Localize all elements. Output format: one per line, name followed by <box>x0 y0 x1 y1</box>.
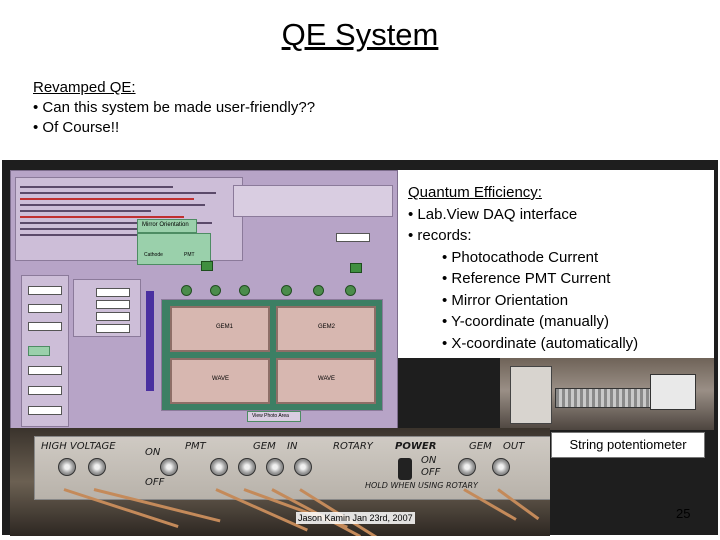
voltage-field[interactable] <box>96 300 130 309</box>
bnc-connector <box>458 458 476 476</box>
labview-front-panel: Mirror Orientation Cathode PMT GEM1 GEM2 <box>10 170 398 430</box>
indicator-dot <box>313 285 324 296</box>
hw-label-power: POWER <box>395 441 437 452</box>
threaded-rod <box>555 388 657 408</box>
page-number: 25 <box>676 506 691 521</box>
view-photo-area-button[interactable]: View Photo Area <box>247 411 301 422</box>
slide-footer: Jason Kamin Jan 23rd, 2007 <box>296 512 415 524</box>
slide-title: QE System <box>0 16 720 54</box>
wave-button[interactable]: WAVE <box>170 358 270 404</box>
qe-sub-bullet: • Reference PMT Current <box>442 270 611 287</box>
hw-label-power-off: OFF <box>421 467 441 478</box>
hw-label-power-on: ON <box>421 455 437 466</box>
bnc-connector <box>266 458 284 476</box>
wave-label: WAVE <box>212 376 230 382</box>
hw-label-off: OFF <box>145 477 165 488</box>
indicator-dot <box>239 285 250 296</box>
photo-caption: String potentiometer <box>551 432 705 458</box>
numeric-field[interactable] <box>28 286 62 295</box>
wave-label: WAVE <box>318 376 336 382</box>
toggle-button[interactable] <box>28 346 50 356</box>
indicator-dot <box>210 285 221 296</box>
bnc-connector <box>492 458 510 476</box>
settings-column <box>21 275 69 427</box>
mirror-orientation-button[interactable]: Mirror Orientation <box>137 219 197 233</box>
gem1-label: GEM1 <box>216 324 234 330</box>
bnc-connector <box>238 458 256 476</box>
hw-label-pmt: PMT <box>185 441 206 452</box>
gem2-button[interactable]: GEM2 <box>276 306 376 352</box>
qe-sub-bullet: • Mirror Orientation <box>442 291 569 309</box>
qe-text-panel: Quantum Efficiency: • Lab.View DAQ inter… <box>398 170 714 358</box>
cathode-label: Cathode <box>144 252 163 258</box>
intro-bullet: • Of Course!! <box>33 119 120 136</box>
hw-label-in: IN <box>287 441 298 452</box>
hw-label-gem-out-1: GEM <box>469 441 492 452</box>
pmt-label: PMT <box>184 252 195 258</box>
qe-sub-bullet: • X-coordinate (automatically) <box>442 334 639 352</box>
power-switch <box>398 458 412 480</box>
mirror-orientation-label: Mirror Orientation <box>142 222 189 228</box>
voltage-field[interactable] <box>96 288 130 297</box>
hw-label-gem-out-2: OUT <box>503 441 525 452</box>
hw-label-on: ON <box>145 447 161 458</box>
gem-button-grid: GEM1 GEM2 WAVE WAVE <box>161 299 383 411</box>
indicator-dot <box>281 285 292 296</box>
wave-button[interactable]: WAVE <box>276 358 376 404</box>
progress-bar <box>146 291 154 391</box>
qe-bullet: • records: <box>408 227 472 244</box>
status-led <box>350 263 362 273</box>
status-led <box>201 261 213 271</box>
qe-sub-bullet: • Photocathode Current <box>442 248 599 266</box>
string-potentiometer-photo <box>500 358 714 430</box>
voltage-field[interactable] <box>96 312 130 321</box>
bnc-connector <box>58 458 76 476</box>
intro-bullet: • Can this system be made user-friendly?… <box>33 99 316 116</box>
numeric-field[interactable] <box>28 322 62 331</box>
intro-heading: Revamped QE: <box>33 79 136 96</box>
hardware-control-box-photo: HIGH VOLTAGE ON OFF PMT GEM IN ROTARY PO… <box>10 428 550 536</box>
bnc-connector <box>294 458 312 476</box>
lamp-wavelength-field[interactable] <box>336 233 370 242</box>
numeric-field[interactable] <box>28 304 62 313</box>
bnc-connector <box>210 458 228 476</box>
hw-label-hold: HOLD WHEN USING ROTARY <box>365 481 478 490</box>
numeric-field[interactable] <box>28 366 62 375</box>
numeric-field[interactable] <box>28 406 62 415</box>
notes-box <box>233 185 393 217</box>
qe-sub-bullet: • Y-coordinate (manually) <box>442 313 610 330</box>
potentiometer-body <box>650 374 696 410</box>
hw-label-high-voltage: HIGH VOLTAGE <box>41 441 116 452</box>
indicator-dot <box>345 285 356 296</box>
cathode-pmt-toggle[interactable]: Cathode PMT <box>137 233 211 265</box>
voltage-field[interactable] <box>96 324 130 333</box>
numeric-field[interactable] <box>28 386 62 395</box>
qe-text-block: Quantum Efficiency: • Lab.View DAQ inter… <box>408 182 638 354</box>
qe-bullet: • Lab.View DAQ interface <box>408 205 578 223</box>
qe-heading: Quantum Efficiency: <box>408 184 542 201</box>
instructions-lines <box>20 182 238 240</box>
hw-label-rotary: ROTARY <box>333 441 373 452</box>
intro-text-block: Revamped QE: • Can this system be made u… <box>33 78 315 138</box>
gem1-button[interactable]: GEM1 <box>170 306 270 352</box>
slide-title-text: QE System <box>281 17 439 52</box>
voltages-box <box>73 279 141 337</box>
indicator-dot <box>181 285 192 296</box>
bnc-connector <box>88 458 106 476</box>
bnc-connector <box>160 458 178 476</box>
mount-bracket <box>510 366 552 424</box>
gem2-label: GEM2 <box>318 324 336 330</box>
hw-label-gem: GEM <box>253 441 276 452</box>
view-photo-area-label: View Photo Area <box>252 413 289 419</box>
